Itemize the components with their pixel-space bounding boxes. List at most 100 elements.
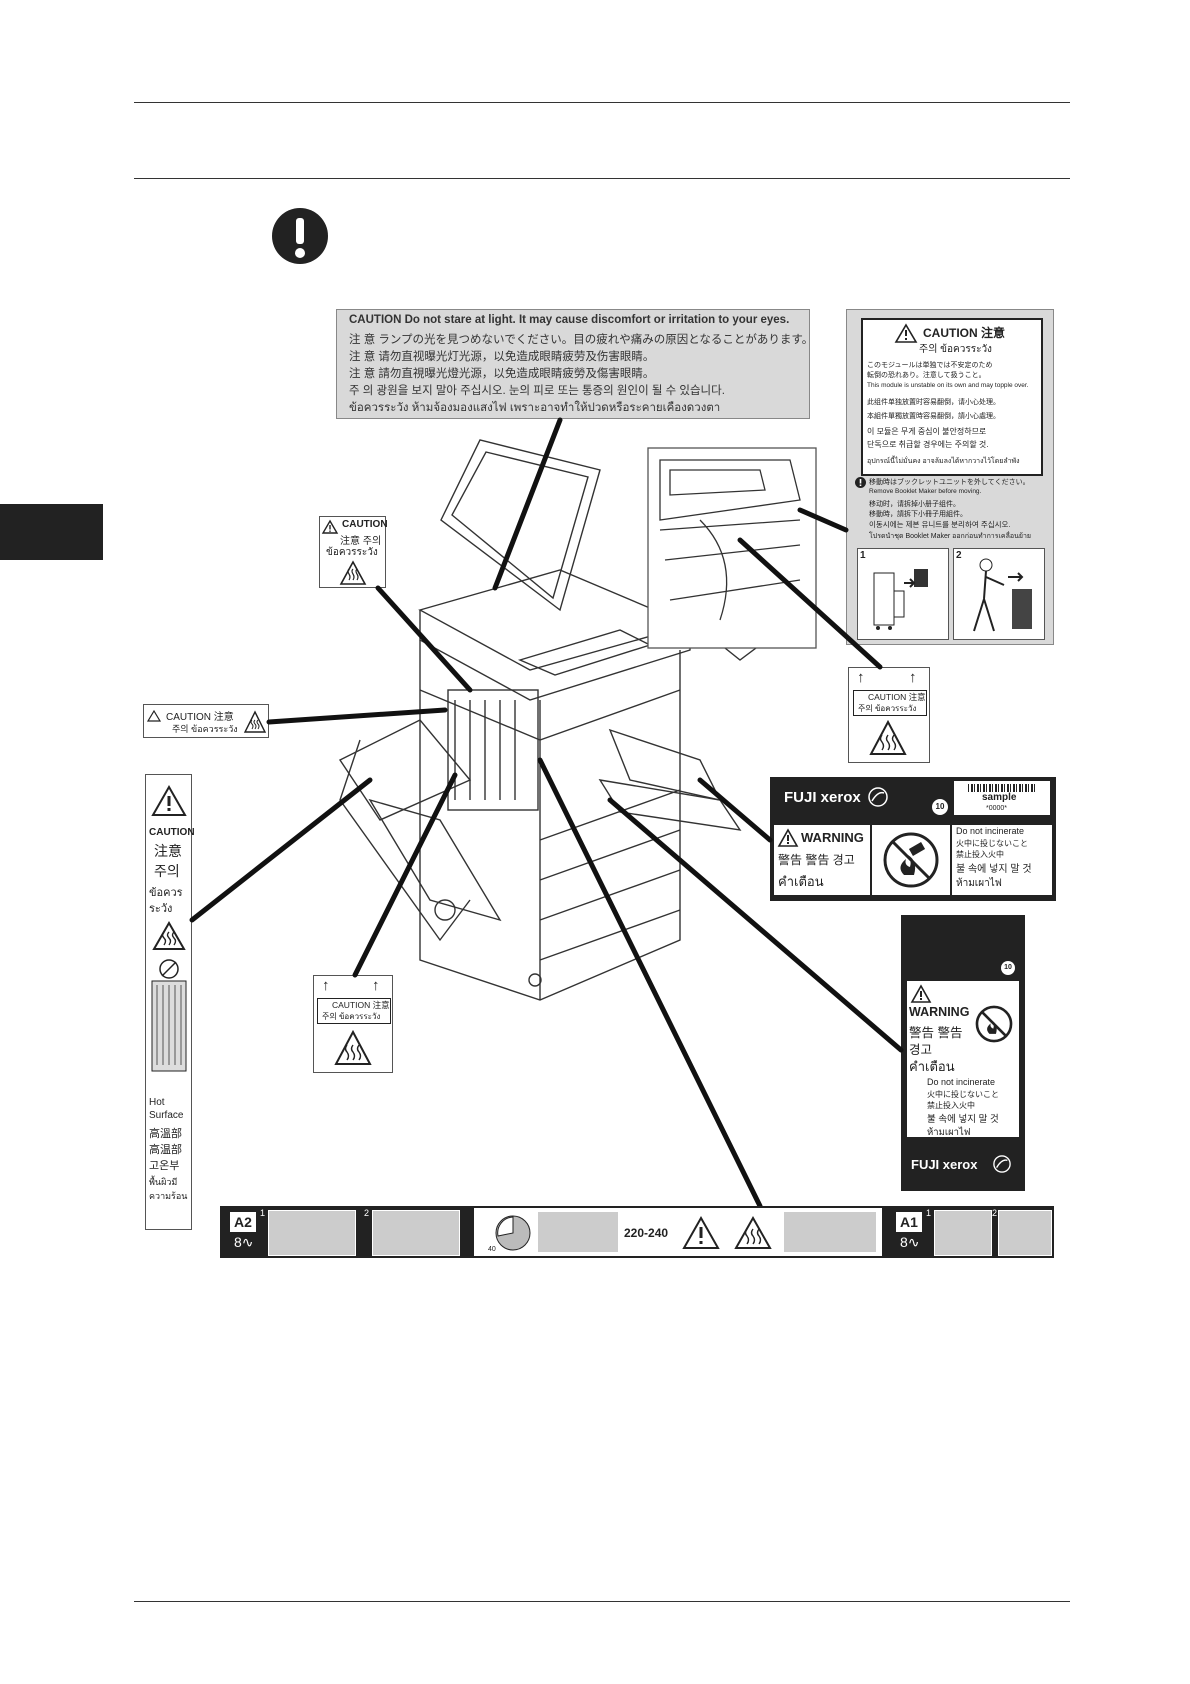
lamp-caution-line-th: ข้อควรระวัง ห้ามจ้องมองแสงไฟ เพราะอาจทำใ… <box>349 402 721 414</box>
toner-badge: 10 <box>932 799 948 815</box>
vertical-label-zh-t: 高溫部 <box>149 1128 182 1140</box>
toner-incinerate-zh: 禁止投入火中 <box>956 850 1004 859</box>
voltage-text: 220-240 <box>624 1226 669 1240</box>
warning-triangle-icon <box>146 709 162 722</box>
leader-line-heat-right <box>737 537 883 670</box>
booklet-caution-title: CAUTION 注意 <box>923 326 1005 340</box>
booklet-step-1-number: 1 <box>860 550 866 561</box>
booklet-notice-line: 移動時はブックレットユニットを外してください。 <box>869 479 1030 486</box>
booklet-step-2-panel: 2 <box>953 548 1045 640</box>
leader-line-vertical <box>189 777 373 923</box>
booklet-notice-line: โปรดนำชุด Booklet Maker ออกก่อนทำการเคลื… <box>869 533 1031 540</box>
header-rule-top <box>134 102 1070 103</box>
mid-left-caution-label: CAUTION 注意 주의 ข้อควรระวัง <box>143 704 269 738</box>
booklet-caution-box: CAUTION 注意 주의 ข้อควรระวัง このモジュールは単独では不安… <box>861 318 1043 476</box>
vertical-label-caution: CAUTION <box>149 827 195 838</box>
leader-line-mid-left <box>266 707 448 725</box>
vertical-label-th: ข้อควร <box>149 887 183 899</box>
waste-badge: 10 <box>1001 961 1015 975</box>
no-fire-icon <box>883 832 939 888</box>
lamp-caution-line-en: CAUTION Do not stare at light. It may ca… <box>349 314 790 326</box>
toner-warning-panel: WARNING 警告 警告 경고 คำเตือน <box>774 825 870 895</box>
toner-warning-title: WARNING <box>801 830 864 845</box>
a2-step-2-number: 2 <box>364 1208 370 1218</box>
booklet-detach-illustration <box>873 569 928 630</box>
toner-serial-text: *0000* <box>986 805 1008 812</box>
waste-brand-logo: FUJI xerox <box>911 1157 978 1172</box>
heat-label-right-title: CAUTION 注意 <box>868 692 926 702</box>
toner-warning-th: คำเตือน <box>778 874 824 889</box>
waste-incinerate-en: Do not incinerate <box>927 1077 996 1087</box>
leader-line-lamp <box>492 417 563 591</box>
toner-barcode-panel: sample *0000* <box>954 781 1050 815</box>
jam-icon: 8∿ <box>900 1234 920 1250</box>
waste-toner-warning-label: 10 WARNING 警告 警告 경고 คำเตือน Do not incin… <box>901 915 1025 1191</box>
mid-left-caution-title: CAUTION 注意 <box>166 712 234 723</box>
no-fire-icon <box>975 1005 1013 1043</box>
heat-label-right-subtitle: 주의 ข้อควรระวัง <box>858 704 917 713</box>
important-icon <box>272 208 328 264</box>
vertical-label-ko-hot: 고온부 <box>149 1160 180 1172</box>
lamp-caution-label: CAUTION Do not stare at light. It may ca… <box>336 309 814 419</box>
vertical-label-cjk: 注意 <box>154 843 182 859</box>
leader-line-toner <box>697 777 773 843</box>
heat-label-left-title: CAUTION 注意 <box>332 1000 390 1010</box>
no-touch-panel <box>784 1212 876 1252</box>
booklet-maker-inset-illustration <box>647 447 817 649</box>
hot-surface-icon <box>334 1029 372 1065</box>
waste-warning-title: WARNING <box>909 1005 970 1019</box>
booklet-notice-line: 이동시에는 제본 유니트를 분리하여 주십시오. <box>869 520 1011 529</box>
heat-label-left-subtitle: 주의 ข้อควรระวัง <box>322 1012 381 1021</box>
arrow-up-icon: ↑ <box>322 977 330 994</box>
hot-surface-icon <box>152 920 186 950</box>
waste-warning-ko: 경고 <box>909 1043 933 1057</box>
vertical-label-th-hot: พื้นผิวมี <box>149 1177 178 1187</box>
toner-warning-cjk: 警告 警告 경고 <box>778 853 855 867</box>
waste-incinerate-zh: 禁止投入火中 <box>927 1101 975 1110</box>
xerox-ball-icon <box>993 1155 1011 1173</box>
a2-step-1-panel <box>268 1210 356 1256</box>
booklet-caution-line: อุปกรณ์นี้ไม่มั่นคง อาจล้มลงได้หากวางไว้… <box>867 458 1020 465</box>
a1-step-1-panel <box>934 1210 992 1256</box>
hot-surface-icon <box>869 719 907 755</box>
toner-brand-logo: FUJI xerox <box>784 789 861 806</box>
waste-warning-th: คำเตือน <box>909 1059 955 1074</box>
toner-incinerate-th: ห้ามเผาไฟ <box>956 878 1002 889</box>
hot-surface-icon <box>339 560 367 585</box>
warning-triangle-icon <box>910 984 932 1003</box>
heat-label-right-box: CAUTION 注意 주의 ข้อควรระวัง <box>853 690 927 716</box>
warning-triangle-icon <box>682 1215 720 1249</box>
a2-step-1-number: 1 <box>260 1208 266 1218</box>
toner-incinerate-en: Do not incinerate <box>956 826 1025 836</box>
footer-rule <box>134 1601 1070 1602</box>
waste-incinerate-th: ห้ามเผาไฟ <box>927 1127 971 1138</box>
leader-line-booklet <box>797 507 849 533</box>
person-moving-illustration <box>973 558 1032 632</box>
booklet-notice-line: 移動時，請拆下小冊子用組件。 <box>869 511 967 518</box>
toner-warning-label: FUJI xerox 10 sample *0000* WARNING 警告 警… <box>770 777 1056 901</box>
booklet-caution-line: 此组件单独放置时容易翻倒，请小心处理。 <box>867 399 1000 406</box>
a1-step-2-number: 2 <box>992 1208 998 1218</box>
leader-line-top-left <box>375 585 473 693</box>
strip-center-panel: 40 220-240 <box>472 1206 884 1258</box>
heat-caution-label-right: ↑ ↑ CAUTION 注意 주의 ข้อควรระวัง <box>848 667 930 763</box>
toner-incinerate-ja: 火中に投じないこと <box>956 839 1028 848</box>
a1-badge: A1 <box>896 1212 922 1232</box>
vertical-label-surface: Surface <box>149 1110 184 1121</box>
top-left-caution-th: ข้อควรระวัง <box>326 547 378 558</box>
no-touch-fuser-illustration <box>151 959 187 1072</box>
xerox-ball-icon <box>868 787 888 807</box>
jam-icon: 8∿ <box>234 1234 254 1250</box>
a2-badge: A2 <box>230 1212 256 1232</box>
booklet-caution-line: This module is unstable on its own and m… <box>867 382 1029 389</box>
chapter-tab <box>0 504 103 560</box>
booklet-caution-line: 단독으로 취급할 경우에는 주의할 것. <box>867 440 989 449</box>
booklet-step-1-panel: 1 <box>857 548 949 640</box>
timer-dial-value: 40 <box>488 1246 496 1253</box>
lamp-caution-line-ja: 注 意 ランプの光を見つめないでください。目の疲れや痛みの原因となることがありま… <box>349 334 814 346</box>
timer-dial-icon <box>495 1215 531 1251</box>
vertical-label-ko: 주의 <box>154 863 180 879</box>
a2-step-2-panel <box>372 1210 460 1256</box>
booklet-caution-line: 이 모듈은 무게 중심이 불안정하므로 <box>867 427 987 436</box>
hot-surface-icon <box>243 710 267 733</box>
